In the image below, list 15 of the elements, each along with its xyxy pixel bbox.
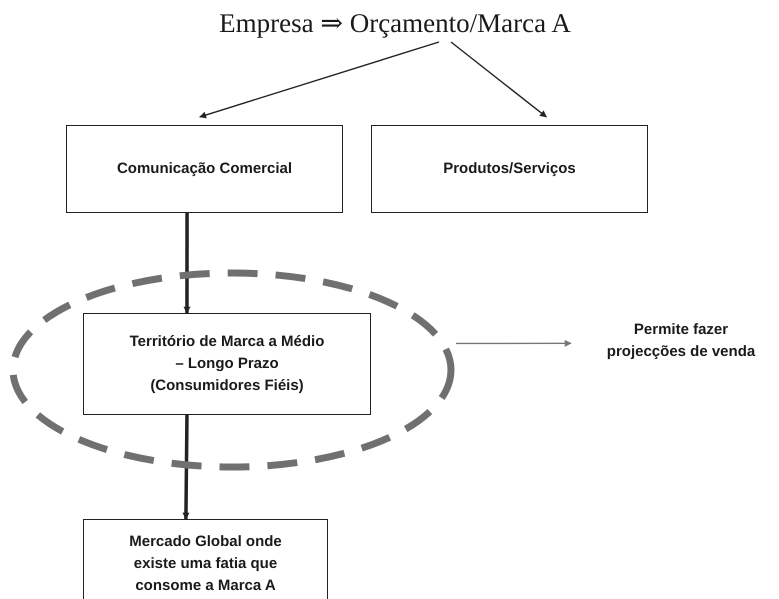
arrow (456, 340, 572, 347)
process-box (83, 313, 371, 415)
arrow (183, 213, 190, 314)
heading-text: Empresa ⇒ Orçamento/Marca A (219, 7, 571, 39)
arrow (199, 41, 440, 118)
box-label: Território de Marca a Médio – Longo Prazo (Consumidores Fiéis) (128, 332, 326, 396)
process-box (66, 125, 343, 213)
box-label: Mercado Global onde existe uma fatia que consome a Marca A (128, 532, 283, 596)
arrow (182, 414, 190, 520)
arrow (450, 41, 547, 118)
note-text: Permite fazer projecções de venda (606, 320, 756, 362)
process-box (83, 519, 328, 599)
process-box (371, 125, 648, 213)
box-label: Comunicação Comercial (116, 159, 292, 179)
box-label: Produtos/Serviços (443, 159, 576, 179)
